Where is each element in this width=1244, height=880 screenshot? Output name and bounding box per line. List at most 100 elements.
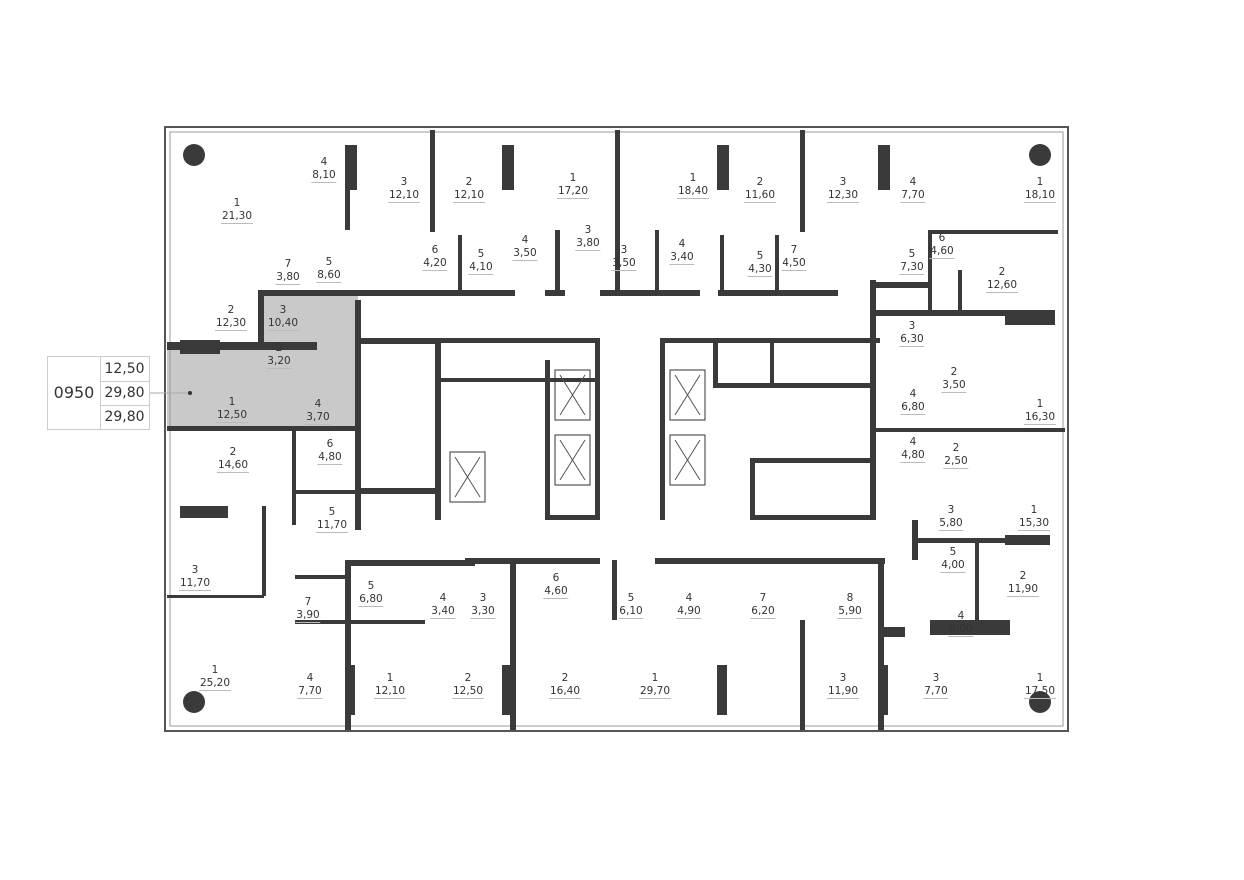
- wall: [615, 130, 620, 295]
- room-number: 2: [227, 304, 235, 316]
- wall: [262, 506, 266, 596]
- room-number: 3: [839, 176, 847, 188]
- room-area: 17,20: [556, 185, 590, 199]
- room-area: 8,10: [311, 169, 337, 183]
- highlighted-apartment[interactable]: [167, 294, 358, 428]
- room-area: 3,50: [941, 379, 967, 393]
- column-icon: [183, 691, 205, 713]
- wall: [345, 185, 350, 230]
- elevators: [449, 369, 706, 503]
- room-area: 25,20: [198, 677, 232, 691]
- wall: [167, 342, 317, 350]
- room-number: 6: [431, 244, 439, 256]
- room-number: 5: [756, 250, 764, 262]
- room-number: 5: [908, 248, 916, 260]
- room-number: 7: [790, 244, 798, 256]
- room-area: 12,30: [826, 189, 860, 203]
- wall: [295, 575, 345, 579]
- wall: [958, 270, 962, 310]
- room-number: 2: [1019, 570, 1027, 582]
- wall: [878, 560, 884, 730]
- room-area: 12,10: [373, 685, 407, 699]
- room-area: 4,10: [468, 261, 494, 275]
- room-area: 7,70: [923, 685, 949, 699]
- elevator-cross: [674, 439, 701, 481]
- room-number: 4: [439, 592, 447, 604]
- room-number: 5: [627, 592, 635, 604]
- room-area: 3,50: [512, 247, 538, 261]
- wall: [510, 560, 516, 730]
- room-number: 5: [367, 580, 375, 592]
- room-number: 3: [620, 244, 628, 256]
- room-area: 3,40: [430, 605, 456, 619]
- room-number: 1: [651, 672, 659, 684]
- wall: [167, 426, 357, 431]
- wall: [345, 665, 355, 715]
- room-area: 2,50: [943, 455, 969, 469]
- room-area: 6,80: [900, 401, 926, 415]
- legend-value: 29,80: [104, 409, 145, 425]
- room-area: 12,50: [215, 409, 249, 423]
- wall: [875, 428, 1065, 432]
- room-number: 3: [908, 320, 916, 332]
- wall: [717, 665, 727, 715]
- wall: [370, 290, 402, 296]
- wall: [912, 520, 918, 560]
- wall: [720, 235, 724, 293]
- wall: [713, 338, 718, 383]
- wall: [928, 230, 932, 310]
- legend-value: 12,50: [100, 357, 149, 382]
- room-number: 2: [952, 442, 960, 454]
- room-number: 4: [320, 156, 328, 168]
- wall: [465, 558, 600, 564]
- column-icon: [1029, 144, 1051, 166]
- room-area: 4,80: [900, 449, 926, 463]
- room-number: 4: [957, 610, 965, 622]
- wall: [360, 488, 440, 494]
- wall: [750, 515, 875, 520]
- room-area: 4,30: [747, 263, 773, 277]
- wall: [400, 290, 515, 296]
- wall: [655, 230, 659, 292]
- room-area: 6,20: [750, 605, 776, 619]
- wall: [870, 282, 930, 288]
- room-number: 1: [1036, 672, 1044, 684]
- room-area: 7,70: [297, 685, 323, 699]
- wall: [878, 145, 890, 190]
- room-number: 1: [689, 172, 697, 184]
- wall: [800, 620, 805, 730]
- columns: [183, 144, 1051, 713]
- wall: [440, 338, 600, 343]
- wall: [713, 383, 875, 388]
- room-area: 16,40: [548, 685, 582, 699]
- room-area: 4,00: [940, 559, 966, 573]
- wall: [292, 430, 296, 525]
- room-number: 4: [909, 436, 917, 448]
- room-area: 10,40: [266, 317, 300, 331]
- room-number: 4: [685, 592, 693, 604]
- room-number: 3: [839, 672, 847, 684]
- room-number: 4: [909, 388, 917, 400]
- wall: [458, 235, 462, 293]
